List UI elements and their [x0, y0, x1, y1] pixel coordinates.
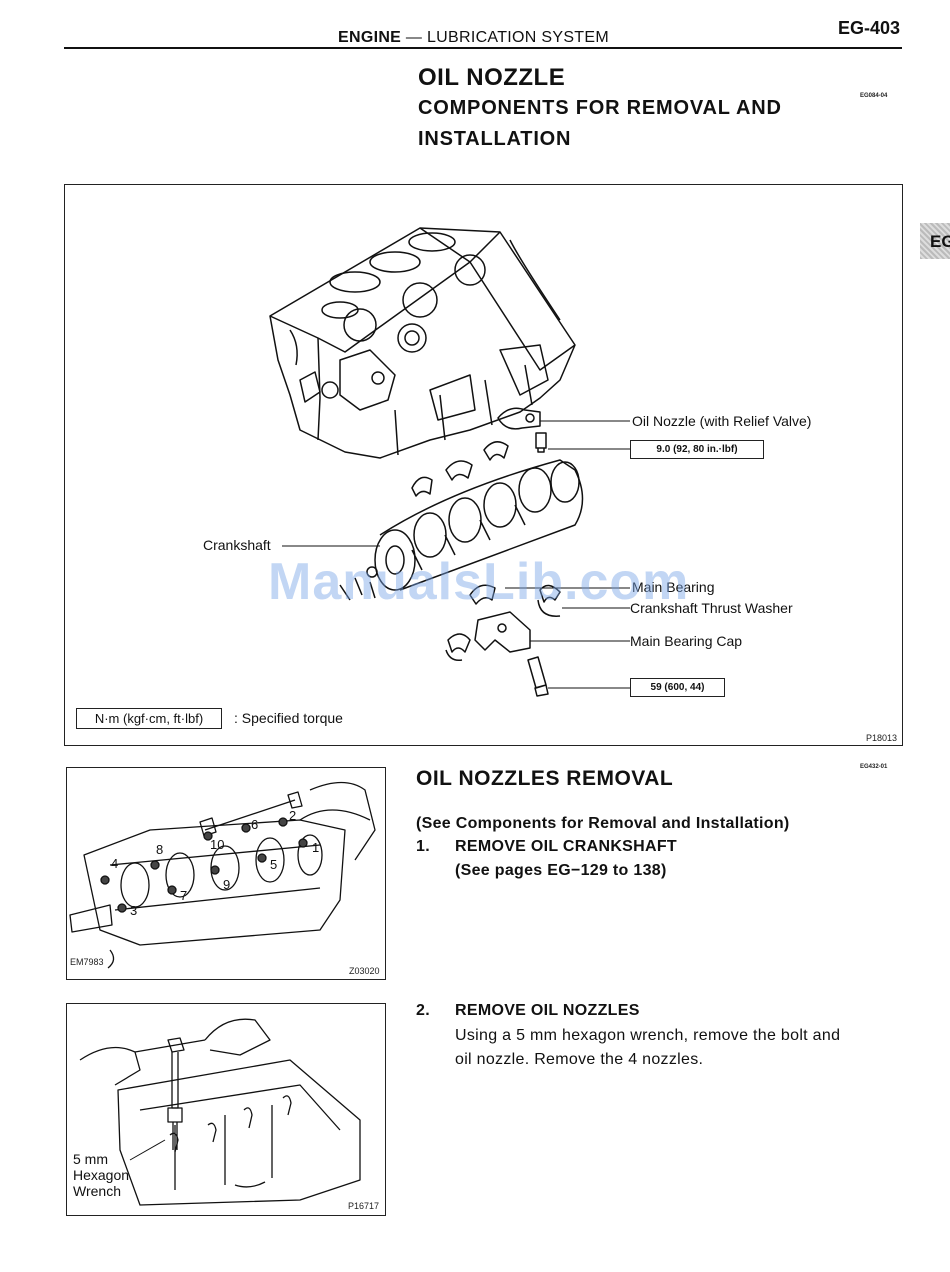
wrench-label-line2: Hexagon — [73, 1167, 130, 1183]
watermark-text: ManualsLib.com — [268, 553, 690, 611]
main-bearing-cap-part — [474, 611, 531, 653]
label-oil-nozzle: Oil Nozzle (with Relief Valve) — [632, 413, 812, 429]
wrench-label-line1: 5 mm — [73, 1151, 108, 1167]
bolt-number-3: 3 — [130, 903, 138, 918]
legend-text: : Specified torque — [234, 710, 343, 726]
torque-nozzle-bolt: 9.0 (92, 80 in.·lbf) — [630, 440, 764, 459]
header-section-title: ENGINE — LUBRICATION SYSTEM — [338, 29, 609, 47]
figure1-code-left: EM7983 — [70, 957, 104, 967]
section-side-tab[interactable]: EG — [920, 223, 950, 259]
torque-cap-bolt: 59 (600, 44) — [630, 678, 725, 697]
step1-reference: (See pages EG−129 to 138) — [455, 862, 667, 879]
oil-nozzle-bolt — [535, 432, 547, 453]
cylinder-block-outline — [269, 227, 576, 459]
wrench-label-line3: Wrench — [73, 1183, 121, 1199]
step2-number: 2. — [416, 1002, 430, 1019]
bolt-sequence-figure-frame — [66, 767, 386, 980]
step2-title: REMOVE OIL NOZZLES — [455, 1002, 640, 1019]
thrust-washer-part — [537, 599, 561, 617]
step2-line1: Using a 5 mm hexagon wrench, remove the … — [455, 1027, 841, 1044]
removal-title: OIL NOZZLES REMOVAL — [416, 767, 674, 790]
figure1-code-right: Z03020 — [349, 966, 380, 976]
bolt-number-5: 5 — [270, 857, 278, 872]
see-components-note: (See Components for Removal and Installa… — [416, 815, 790, 832]
label-main-bearing-cap: Main Bearing Cap — [630, 633, 743, 649]
legend-torque-box: N·m (kgf·cm, ft·lbf) — [76, 708, 222, 729]
step1-title: REMOVE OIL CRANKSHAFT — [455, 838, 678, 855]
bolt-number-9: 9 — [223, 877, 231, 892]
components-subtitle-line2: INSTALLATION — [418, 128, 572, 150]
step1-number: 1. — [416, 838, 430, 855]
label-crankshaft: Crankshaft — [203, 537, 271, 553]
header-rule — [64, 47, 902, 49]
label-main-bearing: Main Bearing — [632, 579, 715, 595]
bolt-number-2: 2 — [289, 808, 297, 823]
step2-line2: oil nozzle. Remove the 4 nozzles. — [455, 1051, 704, 1068]
bolt-number-1: 1 — [312, 840, 320, 855]
bolt-number-10: 10 — [210, 837, 225, 852]
bolt-number-6: 6 — [251, 817, 259, 832]
label-thrust-washer: Crankshaft Thrust Washer — [630, 600, 793, 616]
figure2-code: P16717 — [348, 1201, 380, 1211]
components-figure-code: P18013 — [866, 733, 898, 743]
crankshaft-part — [339, 459, 584, 601]
main-bearing-cap-bolt — [527, 656, 549, 697]
bolt-number-7: 7 — [180, 888, 188, 903]
bolt-number-4: 4 — [111, 856, 119, 871]
components-code: EG084-04 — [860, 93, 888, 99]
components-subtitle-line1: COMPONENTS FOR REMOVAL AND — [418, 97, 782, 119]
header-section-bold: ENGINE — [338, 29, 402, 46]
oil-nozzle-part — [497, 407, 541, 430]
components-title: OIL NOZZLE — [418, 64, 566, 91]
page-number: EG-403 — [838, 18, 901, 38]
bolt-number-8: 8 — [156, 842, 164, 857]
header-section-rest: — LUBRICATION SYSTEM — [401, 29, 609, 46]
removal-code: EG432-01 — [860, 764, 888, 770]
side-tab-label: EG — [930, 232, 950, 251]
hex-wrench-figure-frame — [66, 1003, 386, 1216]
